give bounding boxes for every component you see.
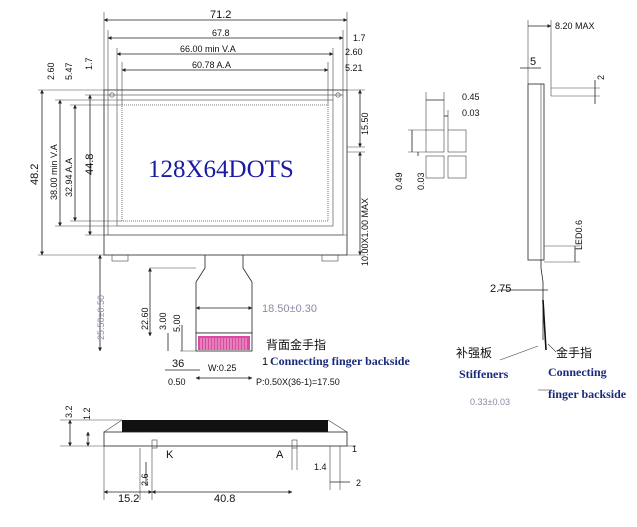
dim-bottom-2-6: 2.6 — [140, 473, 150, 486]
side-profile — [527, 83, 545, 261]
dim-side-2: 2 — [596, 75, 606, 80]
bottom-profile — [103, 431, 348, 447]
dim-led-thickness: LED0.6 — [574, 220, 584, 250]
finger-cn-label: 金手指 — [556, 345, 592, 360]
dim-aa-offset: 5.21 — [345, 63, 363, 73]
gold-finger-contacts — [198, 336, 250, 350]
stiffener-cn-label: 补强板 — [456, 346, 492, 360]
connector-en-label: Connecting finger backside — [270, 354, 410, 368]
dim-fpc-22-60: 22.60 — [140, 307, 150, 330]
dim-bezel-width: 67.8 — [212, 28, 230, 38]
stiffener-en-label: Stiffeners — [459, 367, 509, 381]
dim-led-offset: 15.50 — [360, 112, 370, 135]
connector-cn-label: 背面金手指 — [266, 337, 326, 352]
active-area — [121, 104, 329, 222]
dim-pixel-height: 0.49 — [394, 172, 404, 190]
cathode-label: K — [166, 449, 174, 461]
dim-bottom-1: 1 — [352, 444, 357, 454]
module-outline — [103, 89, 348, 256]
dim-bottom-1-2: 1.2 — [82, 407, 92, 420]
dim-fpc-3-00: 3.00 — [158, 312, 168, 330]
dim-bottom-3-2: 3.2 — [64, 405, 74, 418]
bottom-dark-strip — [122, 420, 328, 432]
display-resolution-title: 128X64DOTS — [148, 156, 294, 183]
dim-fpc-length: 25.50±0.50 — [96, 295, 106, 340]
dim-bezel-height: 44.8 — [84, 154, 96, 175]
anode-label: A — [276, 449, 284, 461]
dim-fpc-width: 18.50±0.30 — [262, 303, 317, 315]
dim-viewing-area-height: 38.00 min V.A — [49, 144, 59, 200]
dim-fpc-5-00: 5.00 — [172, 314, 182, 332]
dim-pin-pitch: P:0.50X(36-1)=17.50 — [256, 377, 340, 387]
pin-36-label: 36 — [172, 358, 184, 370]
dim-overall-height: 48.2 — [29, 164, 41, 185]
dim-led-size: 10.00X1.00 MAX — [360, 198, 370, 266]
dim-side-fpc: 2.75 — [490, 283, 511, 295]
dim-pixel-vgap: 0.03 — [416, 172, 426, 190]
finger-en-label-2: finger backside — [548, 387, 627, 401]
dim-top-margin-b: 5.47 — [64, 62, 74, 80]
dim-bottom-40-8: 40.8 — [214, 493, 235, 505]
fpc-cable — [195, 255, 253, 334]
dim-pixel-gap: 0.03 — [462, 108, 480, 118]
dim-side-thickness: 8.20 MAX — [555, 21, 595, 31]
dim-active-area-height: 32.94 A.A — [64, 158, 74, 197]
front-view: 128X64DOTS 71.2 67.8 1.7 66. — [29, 9, 410, 387]
dim-pixel-width: 0.45 — [462, 92, 480, 102]
pixel-detail: 0.45 0.03 0.49 0.03 — [394, 92, 480, 190]
dim-viewing-area-width: 66.00 min V.A — [180, 44, 236, 54]
finger-en-label-1: Connecting — [548, 365, 607, 379]
dim-va-offset: 2.60 — [345, 47, 363, 57]
side-fpc — [540, 260, 544, 340]
side-view: 8.20 MAX 5 2 LED0.6 2.75 补强板 Stiffeners … — [456, 20, 627, 407]
dim-pin-width: W:0.25 — [208, 363, 236, 373]
dim-pin-edge: 0.50 — [168, 377, 186, 387]
dim-side-5: 5 — [530, 56, 536, 68]
dim-fpc-thickness: 0.33±0.03 — [470, 397, 510, 407]
dim-bottom-1-4: 1.4 — [314, 462, 327, 472]
dim-right-margin: 1.7 — [353, 33, 366, 43]
dim-bottom-15-2: 15.2 — [118, 493, 139, 505]
dim-top-margin-a: 2.60 — [46, 62, 56, 80]
dim-bottom-2: 2 — [356, 478, 361, 488]
dim-active-area-width: 60.78 A.A — [192, 60, 231, 70]
dim-top-margin-c: 1.7 — [84, 57, 94, 70]
bottom-view: K A 3.2 1.2 1 1.4 2 2.6 15.2 40.8 — [60, 405, 361, 505]
pin-1-label: 1 — [262, 356, 268, 368]
viewing-area — [116, 99, 334, 227]
dim-overall-width: 71.2 — [210, 9, 231, 21]
